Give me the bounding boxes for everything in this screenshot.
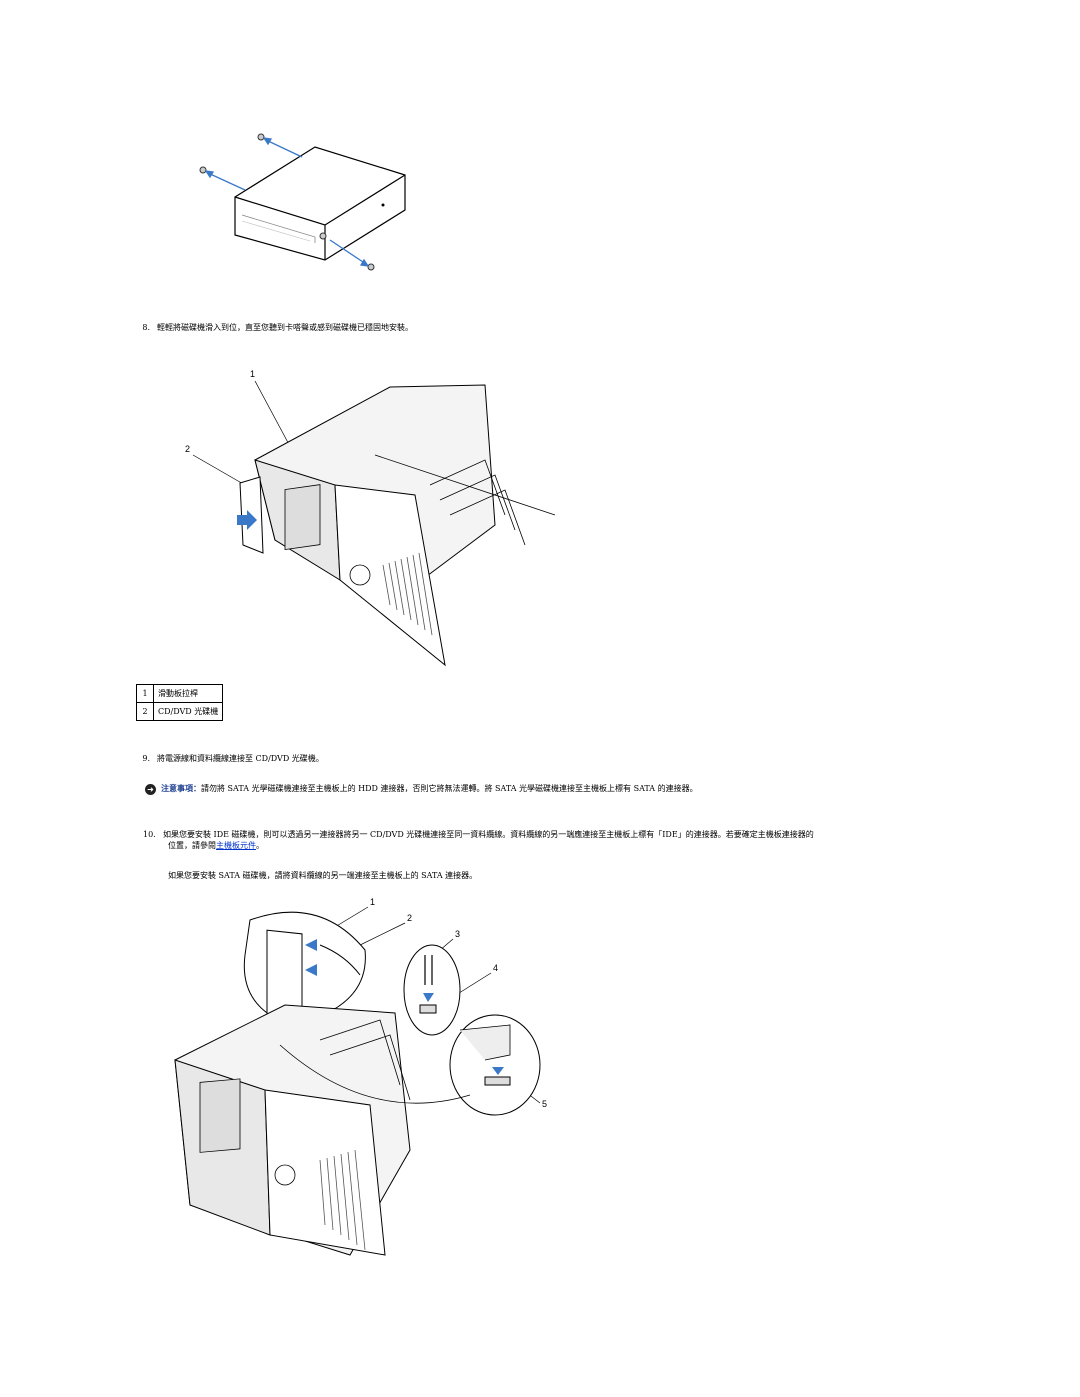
step-number: 9.	[142, 754, 150, 763]
callout-label: CD/DVD 光碟機	[152, 702, 224, 721]
callout-table: 1 滑動板拉桿 2 CD/DVD 光碟機	[136, 684, 224, 721]
callout-label: 滑動板拉桿	[152, 684, 224, 703]
step-9: 9. 將電源線和資料纜線連接至 CD/DVD 光碟機。	[132, 753, 324, 764]
drive-screws-illustration	[199, 133, 406, 271]
callout-number: 1	[136, 684, 154, 703]
step-number: 8.	[142, 323, 150, 332]
step-text-suffix: 。	[256, 841, 264, 850]
step-text-prefix: 位置，請參閱	[168, 841, 216, 850]
step-number: 10.	[143, 830, 156, 839]
callout-1: 1	[370, 897, 375, 907]
step-text: 輕輕將磁碟機滑入到位，直至您聽到卡嗒聲或感到磁碟機已穩固地安裝。	[157, 323, 413, 332]
callout-4: 4	[493, 963, 498, 973]
callout-2: 2	[407, 913, 412, 923]
callout-2: 2	[185, 444, 190, 454]
notice-icon: ➜	[145, 783, 156, 795]
step-10: 10. 如果您要安裝 IDE 磁碟機，則可以透過另一連接器將另一 CD/DVD 光…	[143, 829, 953, 851]
callout-1: 1	[250, 369, 255, 379]
step-text-line1: 如果您要安裝 IDE 磁碟機，則可以透過另一連接器將另一 CD/DVD 光碟機連…	[163, 830, 814, 839]
motherboard-components-link[interactable]: 主機板元件	[216, 841, 256, 850]
chassis-drive-insert-illustration: 1 2	[185, 369, 556, 667]
table-row: 2 CD/DVD 光碟機	[136, 702, 224, 721]
notice: ➜ 注意事項：請勿將 SATA 光學磁碟機連接至主機板上的 HDD 連接器，否則它…	[145, 783, 698, 795]
callout-5: 5	[542, 1099, 547, 1109]
notice-text: 請勿將 SATA 光學磁碟機連接至主機板上的 HDD 連接器，否則它將無法運轉。…	[201, 784, 698, 793]
callout-number: 2	[136, 702, 154, 721]
table-row: 1 滑動板拉桿	[136, 684, 224, 703]
cable-connection-illustration: 1 2 3 4 5	[174, 897, 547, 1256]
notice-label: 注意事項：	[161, 783, 201, 793]
sata-text: 如果您要安裝 SATA 磁碟機，請將資料纜線的另一端連接至主機板上的 SATA …	[168, 871, 478, 880]
sata-instruction: 如果您要安裝 SATA 磁碟機，請將資料纜線的另一端連接至主機板上的 SATA …	[168, 870, 477, 881]
step-text: 將電源線和資料纜線連接至 CD/DVD 光碟機。	[157, 754, 324, 763]
step-8: 8. 輕輕將磁碟機滑入到位，直至您聽到卡嗒聲或感到磁碟機已穩固地安裝。	[132, 322, 413, 333]
callout-3: 3	[455, 929, 460, 939]
